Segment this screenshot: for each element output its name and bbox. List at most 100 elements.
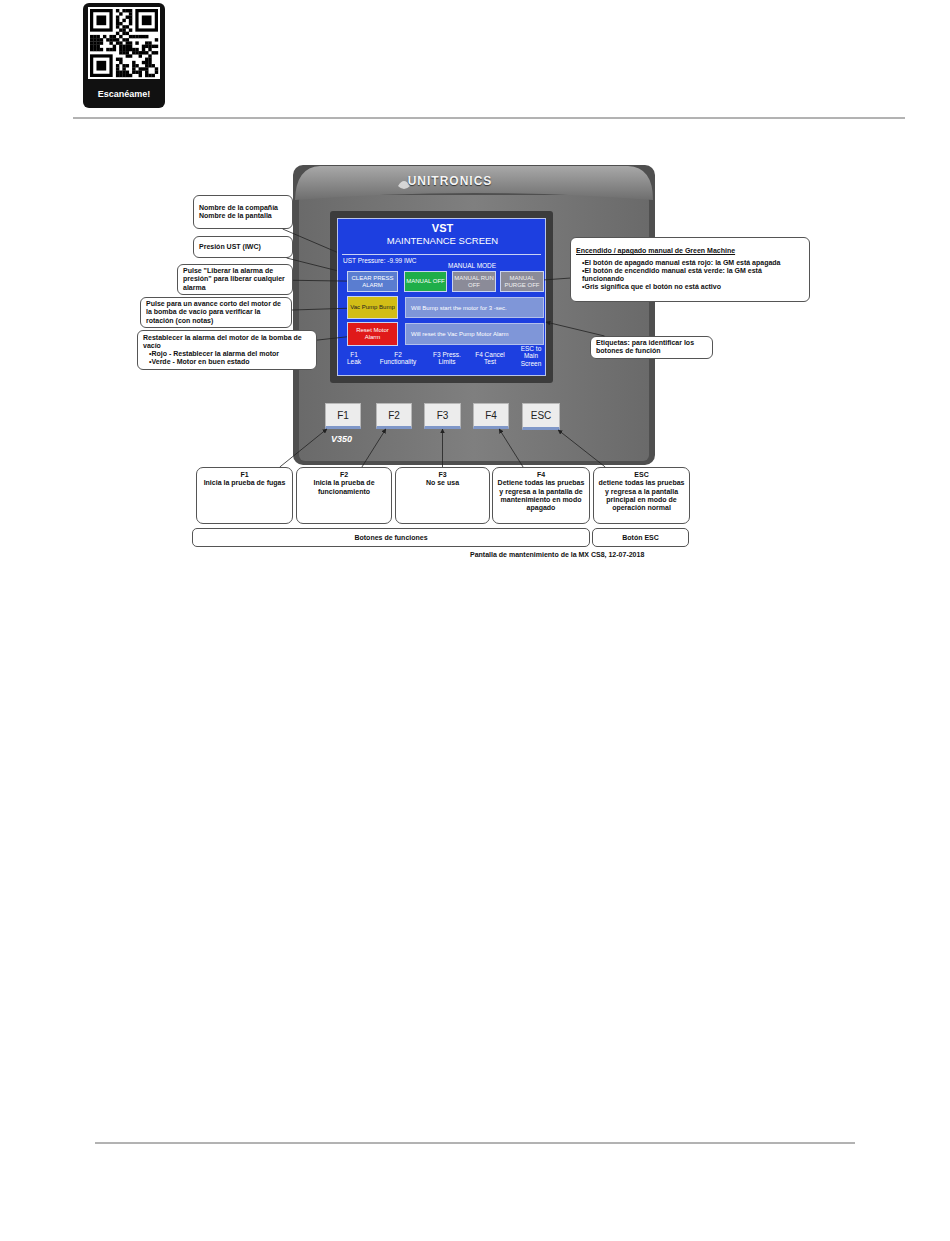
node-text: F1 [201,471,288,479]
callout-box: Nombre de la compañíaNombre de la pantal… [193,195,293,229]
screen-label: MAINTENANCE SCREEN [338,236,547,247]
function-key: ESC [522,403,560,430]
node-text: Pulse para un avance corto del motor de … [146,300,286,325]
node-text: Presión UST (IWC) [199,243,287,251]
screen-label: Escanéame! [83,89,165,99]
screen-button: F2Inicia la prueba de funcionamiento [296,467,392,524]
pointer-arrow [442,429,443,467]
group-band: Botones de funciones [192,528,590,547]
callout-box: Presión UST (IWC) [193,236,293,258]
node-text: F3 [437,410,449,421]
function-key: F4 [473,403,509,429]
node-text: CLEAR PRESS ALARM [349,275,396,289]
node-text: Will Bump start the motor for 3 -sec. [411,305,538,311]
callout-box: Restablecer la alarma del motor de la bo… [137,330,317,370]
leader-line [287,258,337,271]
screen-label: MANUAL MODE [448,262,518,269]
leader-line [283,229,337,252]
pointer-arrow [362,429,386,467]
function-key: F2 [376,403,412,429]
node-text: F2 [301,471,387,479]
housing-body [299,195,649,461]
node-text: Encendido / apagado manual de Green Mach… [576,247,804,255]
screen-label: VST [338,222,547,235]
node-text: •El botón de apagado manual está rojo: l… [576,259,804,267]
callout-box: Pulse "Liberar la alarma de presión" par… [177,264,293,295]
node-text: •Gris significa que el botón no está act… [576,283,804,291]
callout-box: Pulse para un avance corto del motor de … [140,297,292,328]
node-text: •Rojo - Restablecer la alarma del motor [143,350,311,358]
screen-label: ESC to Main Screen [516,345,546,367]
footer-rule [95,1143,855,1144]
screen-button: F3No se usa [395,467,490,524]
hmi-screen: VSTMAINTENANCE SCREEN UST Pressure: -9.99… [337,218,546,376]
screen-button: Reset Motor Alarm [347,322,398,346]
qr-badge: Escanéame! [83,3,165,108]
leader-line [544,278,570,280]
callout-box: Etiquetas: para identificar los botones … [590,336,713,359]
node-text: F2 [388,410,400,421]
screen-label: F1 Leak [345,351,363,366]
node-text: MANUAL OFF [406,278,444,285]
node-text: F1 [337,410,349,421]
pointer-arrow [546,322,604,336]
screen-label: V350 [331,434,371,444]
qr-frame [83,3,165,108]
node-text: detiene todas las pruebas y regresa a la… [598,479,685,512]
caption: Pantalla de mantenimiento de la MX CS8, … [470,551,690,558]
housing-frame [293,165,655,465]
node-text: Pulse "Liberar la alarma de presión" par… [183,267,287,292]
screen-label: UNITRONICS [385,175,515,189]
note-field: Will reset the Vac Pump Motor Alarm [405,323,544,345]
function-key: F1 [325,403,361,429]
leader-line [293,280,347,282]
node-text: Botón ESC [593,534,688,541]
screen-bezel [330,211,553,383]
node-text: F4 [497,471,585,479]
node-text: ESC [598,471,685,479]
screen-button: MANUAL OFF [404,271,447,292]
node-text: Etiquetas: para identificar los botones … [596,339,707,356]
node-text: Inicia la prueba de funcionamiento [301,479,387,496]
node-text: Botones de funciones [193,534,589,541]
note-field: Will Bump start the motor for 3 -sec. [405,297,544,318]
header-rule [73,118,905,119]
node-text: Will reset the Vac Pump Motor Alarm [411,331,538,337]
node-text: Restablecer la alarma del motor de la bo… [143,334,311,351]
group-band: Botón ESC [592,528,689,547]
plc-housing: UNITRONICS V350 VSTMAINTENANCE SCREEN UST P… [293,165,655,465]
screen-button: Vac Pump Bump [347,296,398,319]
node-text: Detiene todas las pruebas y regresa a la… [497,479,585,512]
qr-code [90,9,158,77]
node-text: MANUAL RUN OFF [454,275,494,289]
pointer-arrow [280,429,327,467]
qr-ground [88,7,160,79]
screen-divider [342,254,541,255]
screen-button: MANUAL PURGE OFF [500,271,544,292]
screen-label: F4 Cancel Test [471,351,509,366]
node-text: •Verde - Motor en buen estado [143,358,311,366]
screen-button: F1Inicia la prueba de fugas [196,467,293,524]
screen-label: UST Pressure: -9.99 IWC [343,257,453,264]
pointer-arrow [499,429,523,467]
screen-button: F4Detiene todas las pruebas y regresa a … [492,467,590,524]
screen-label: F2 Functionality [377,351,419,366]
node-text: Nombre de la pantalla [199,212,287,220]
node-text: F4 [485,410,497,421]
leader-line [292,308,347,310]
node-text: Vac Pump Bump [350,304,395,311]
pointer-arrow [558,430,605,467]
screen-button: ESCdetiene todas las pruebas y regresa a… [593,467,690,524]
function-key: F3 [424,403,461,429]
node-text: F3 [400,471,485,479]
node-text: No se usa [400,479,485,487]
callout-box: Encendido / apagado manual de Green Mach… [570,237,810,302]
node-text: Inicia la prueba de fugas [201,479,288,487]
node-text: Nombre de la compañía [199,204,287,212]
node-text: •El botón de encendido manual está verde… [576,267,804,284]
node-text: ESC [531,410,552,421]
screen-button: CLEAR PRESS ALARM [347,271,398,292]
housing-cap [295,166,653,200]
screen-label: F3 Press. Limits [426,351,468,366]
screen-button: MANUAL RUN OFF [452,271,496,292]
